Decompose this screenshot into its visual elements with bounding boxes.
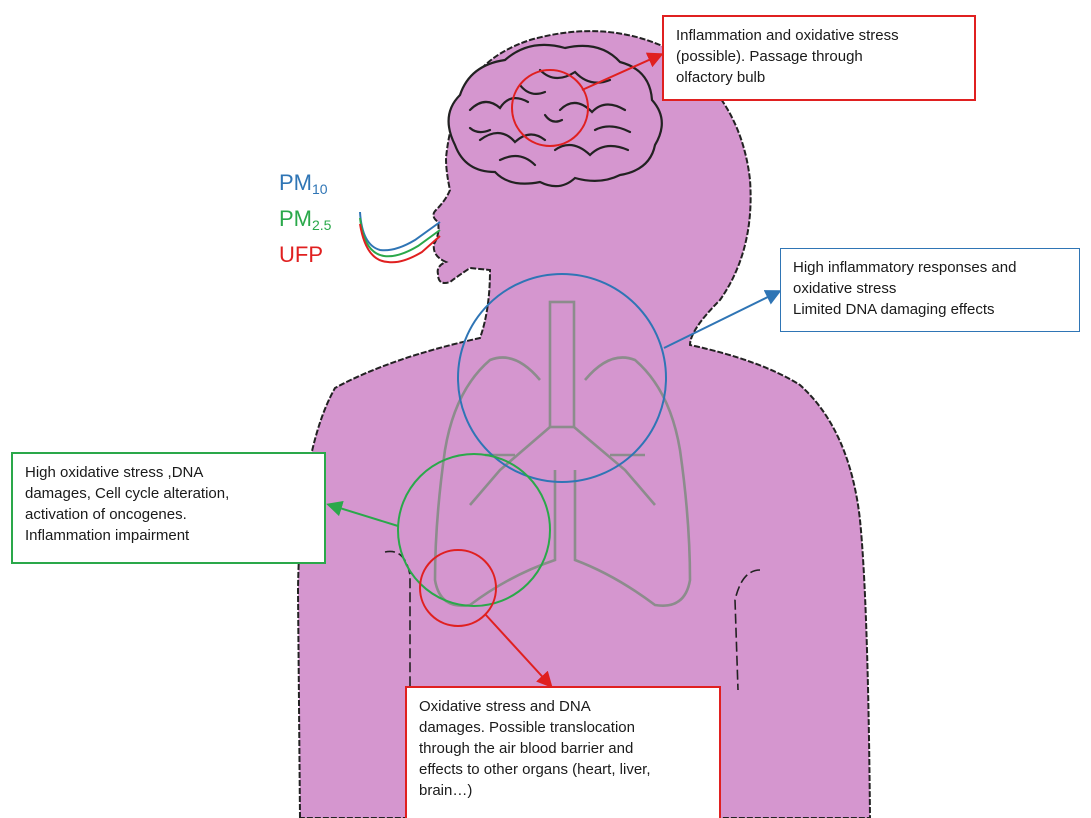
callout-line: (possible). Passage through [676, 46, 962, 67]
callout-line: Limited DNA damaging effects [793, 299, 1067, 320]
pm10-label: PM10 [279, 170, 328, 196]
callout-line: damages, Cell cycle alteration, [25, 483, 312, 504]
callout-line: Oxidative stress and DNA [419, 696, 707, 717]
inhalation-streams [360, 212, 440, 262]
callout-line: olfactory bulb [676, 67, 962, 88]
brain-icon [449, 45, 662, 186]
callout-line: through the air blood barrier and [419, 738, 707, 759]
callout-line: Inflammation impairment [25, 525, 312, 546]
callout-line: oxidative stress [793, 278, 1067, 299]
brain-effects-callout: Inflammation and oxidative stress (possi… [662, 15, 976, 101]
callout-line: High inflammatory responses and [793, 257, 1067, 278]
upper-airway-effects-callout: High inflammatory responses and oxidativ… [780, 248, 1080, 332]
callout-line: effects to other organs (heart, liver, [419, 759, 707, 780]
callout-line: brain…) [419, 780, 707, 801]
ufp-label: UFP [279, 242, 323, 268]
bronchi-effects-callout: High oxidative stress ,DNA damages, Cell… [11, 452, 326, 564]
callout-line: High oxidative stress ,DNA [25, 462, 312, 483]
callout-line: Inflammation and oxidative stress [676, 25, 962, 46]
callout-line: activation of oncogenes. [25, 504, 312, 525]
callout-line: damages. Possible translocation [419, 717, 707, 738]
pm25-label: PM2.5 [279, 206, 331, 232]
alveoli-effects-callout: Oxidative stress and DNA damages. Possib… [405, 686, 721, 818]
